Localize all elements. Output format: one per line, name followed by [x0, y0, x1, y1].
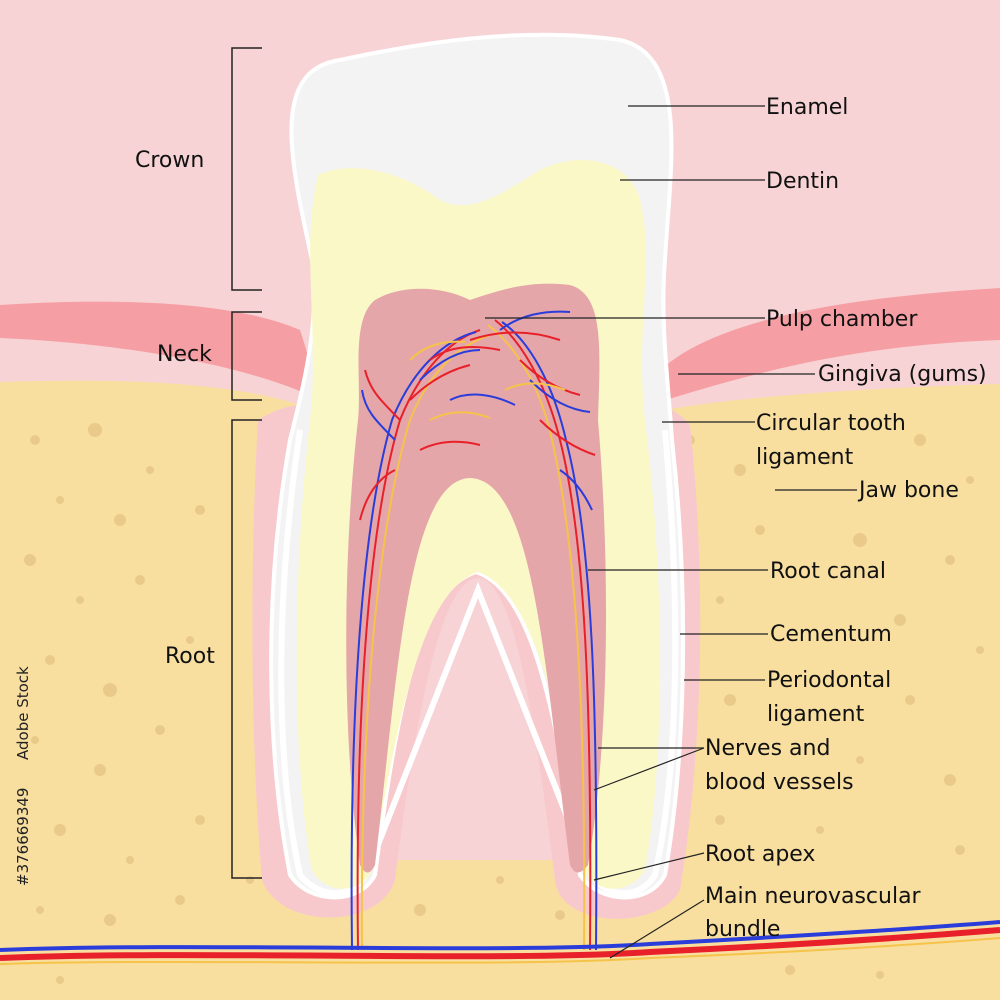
nerves-label-2: blood vessels: [705, 770, 854, 795]
gingiva-left: [0, 301, 320, 400]
crown-label: Crown: [135, 148, 204, 173]
jaw-bone-label: Jaw bone: [857, 478, 959, 503]
nerve-right: [487, 324, 586, 951]
capillaries-red: [359, 331, 596, 521]
vein-right: [501, 321, 598, 951]
nerve-left: [360, 334, 491, 951]
artery-left: [356, 329, 481, 951]
watermark-id: #376669349: [14, 788, 32, 886]
nerves-leader-2: [593, 747, 705, 791]
nerves-label-1: Nerves and: [705, 736, 830, 761]
watermark-stock: Adobe Stock: [14, 666, 32, 760]
root-apex-label: Root apex: [705, 842, 815, 867]
capillaries-blue: [361, 310, 593, 511]
bundle-label-1: Main neurovascular: [705, 884, 922, 909]
bundle-nerve: [0, 937, 1000, 965]
artery-right: [494, 319, 592, 951]
circular-ligament-label-1: Circular tooth: [756, 411, 906, 436]
pulp-chamber-label: Pulp chamber: [766, 307, 918, 332]
periodontal-label-2: ligament: [767, 702, 865, 727]
gingiva-right: [650, 288, 1000, 405]
bundle-artery: [0, 927, 1000, 961]
gingiva-label: Gingiva (gums): [818, 362, 987, 387]
circular-ligament-label-2: ligament: [756, 445, 854, 470]
leader-lines: [485, 105, 857, 959]
bundle-vein: [0, 920, 1000, 952]
root-canal-label: Root canal: [770, 559, 886, 584]
root-bracket: [231, 419, 262, 879]
crown-bracket: [231, 47, 262, 291]
bundle-label-2: bundle: [705, 917, 780, 942]
enamel-label: Enamel: [766, 95, 848, 120]
bone-spots: [24, 423, 984, 984]
neck-bracket: [231, 311, 262, 401]
vessels: [350, 310, 598, 951]
root-label: Root: [165, 644, 215, 669]
jaw-bone-right: [640, 384, 1000, 1000]
capillaries-yellow: [409, 340, 566, 421]
periodontal-label-1: Periodontal: [767, 668, 891, 693]
root-apex-leader: [593, 852, 705, 881]
cementum-label: Cementum: [770, 622, 892, 647]
section-brackets: [231, 47, 262, 879]
pulp: [346, 283, 607, 873]
neck-label: Neck: [157, 342, 212, 367]
bundle-leader: [609, 899, 705, 959]
dentin-label: Dentin: [766, 169, 839, 194]
cementum: [278, 429, 679, 897]
